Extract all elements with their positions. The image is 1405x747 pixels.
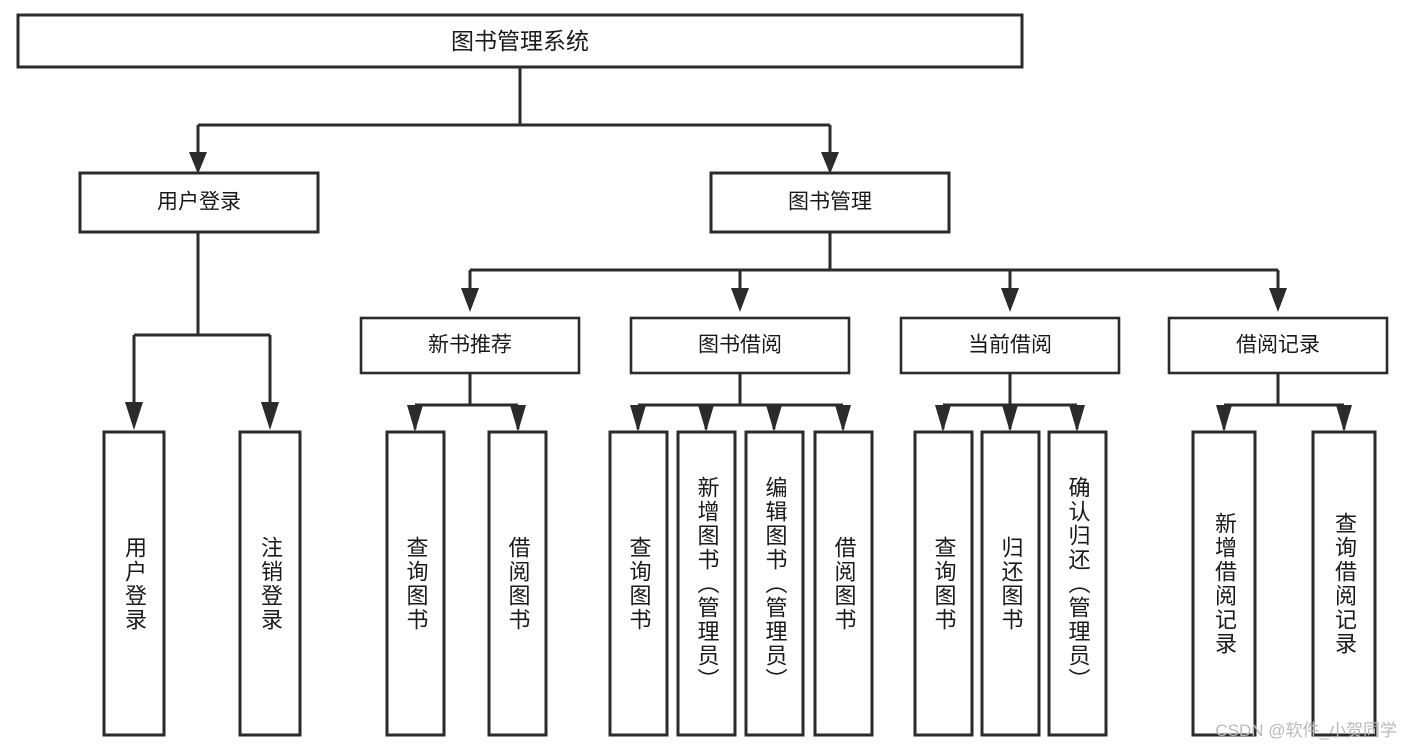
node-root[interactable]: 图书管理系统 <box>16 13 1024 69</box>
node-book-manage[interactable]: 图书管理 <box>709 171 951 234</box>
arrow-head-icon <box>935 405 951 432</box>
leaf-query-book-3-box[interactable] <box>913 430 974 737</box>
node-user-login-box[interactable] <box>78 171 320 234</box>
arrow-head-icon <box>407 405 423 432</box>
node-book-borrow-box[interactable] <box>629 316 851 375</box>
arrow-head-icon <box>125 402 143 430</box>
arrow-head-icon <box>630 405 646 432</box>
node-book-manage-box[interactable] <box>709 171 951 234</box>
arrow-head-icon <box>766 405 782 432</box>
node-borrow-record[interactable]: 借阅记录 <box>1167 316 1389 375</box>
arrow-head-icon <box>461 288 479 312</box>
leaf-query-record-box[interactable] <box>1311 430 1377 737</box>
connectors <box>132 67 1346 429</box>
arrow-head-icon <box>1216 405 1232 432</box>
leaf-query-book-1-box[interactable] <box>385 430 446 737</box>
node-user-login-label: 用户登录 <box>157 191 241 214</box>
arrow-head-icon <box>1069 405 1085 432</box>
arrow-head-icon <box>835 405 851 432</box>
arrow-head-icon <box>731 288 749 312</box>
node-borrow-record-box[interactable] <box>1167 316 1389 375</box>
leaf-add-record-box[interactable] <box>1191 430 1257 737</box>
arrow-head-icon <box>189 152 207 174</box>
leaf-add-book-box[interactable] <box>676 430 737 737</box>
leaf-user-login-box[interactable] <box>102 430 166 737</box>
node-book-borrow-label: 图书借阅 <box>698 334 782 357</box>
leaf-borrow-book-1-box[interactable] <box>487 430 548 737</box>
leaf-boxes <box>102 430 1377 737</box>
node-new-book-recommend[interactable]: 新书推荐 <box>359 316 581 375</box>
arrow-heads <box>125 152 1352 432</box>
node-root-label: 图书管理系统 <box>451 28 589 54</box>
csdn-watermark: CSDN @软件_小贺同学 <box>1215 721 1397 740</box>
node-book-manage-label: 图书管理 <box>788 191 872 214</box>
leaf-edit-book-box[interactable] <box>744 430 805 737</box>
node-new-book-recommend-label: 新书推荐 <box>428 334 512 357</box>
node-current-borrow-box[interactable] <box>899 316 1121 375</box>
arrow-head-icon <box>1002 405 1018 432</box>
node-current-borrow[interactable]: 当前借阅 <box>899 316 1121 375</box>
arrow-head-icon <box>1336 405 1352 432</box>
arrow-head-icon <box>261 402 279 430</box>
node-root-box[interactable] <box>16 13 1024 69</box>
leaf-logout-login-box[interactable] <box>238 430 302 737</box>
arrow-head-icon <box>1001 288 1019 312</box>
arrow-head-icon <box>821 152 839 174</box>
arrow-head-icon <box>1269 288 1287 312</box>
node-book-borrow[interactable]: 图书借阅 <box>629 316 851 375</box>
node-new-book-recommend-box[interactable] <box>359 316 581 375</box>
node-current-borrow-label: 当前借阅 <box>968 334 1052 357</box>
arrow-head-icon <box>510 405 526 432</box>
node-user-login[interactable]: 用户登录 <box>78 171 320 234</box>
leaf-borrow-book-2-box[interactable] <box>813 430 874 737</box>
leaf-confirm-return-box[interactable] <box>1047 430 1108 737</box>
leaf-query-book-2-box[interactable] <box>608 430 669 737</box>
arrow-head-icon <box>698 405 714 432</box>
node-borrow-record-label: 借阅记录 <box>1236 334 1320 357</box>
leaf-return-book-box[interactable] <box>980 430 1041 737</box>
